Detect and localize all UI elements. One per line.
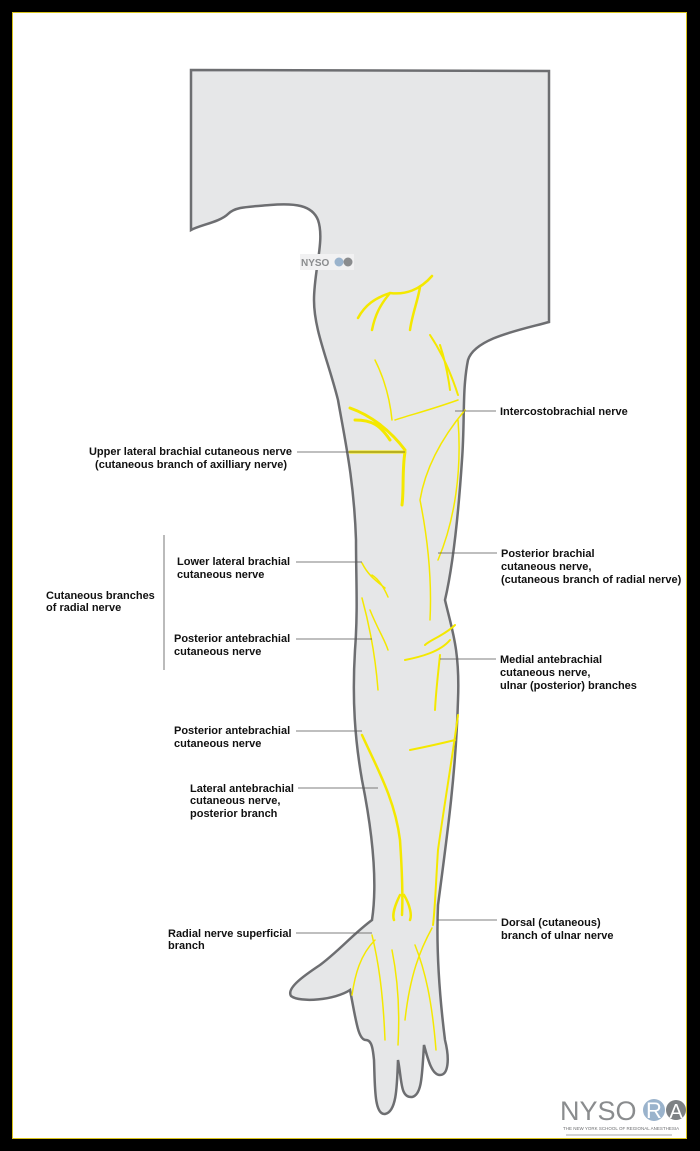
svg-text:R: R — [646, 1098, 662, 1123]
svg-text:NYSO: NYSO — [301, 258, 330, 269]
label-upper-lateral-brachial: Upper lateral brachial cutaneous nerve (… — [89, 446, 295, 471]
svg-text:THE NEW YORK SCHOOL OF REGIONA: THE NEW YORK SCHOOL OF REGIONAL ANESTHES… — [563, 1126, 679, 1131]
label-medial-antebrachial: Medial antebrachial cutaneous nerve, uln… — [500, 654, 637, 692]
label-intercostobrachial: Intercostobrachial nerve — [500, 406, 628, 418]
label-posterior-antebrachial-lower: Posterior antebrachial cutaneous nerve — [174, 725, 293, 750]
label-lateral-antebrachial: Lateral antebrachial cutaneous nerve, po… — [190, 783, 297, 820]
label-posterior-brachial: Posterior brachial cutaneous nerve, (cut… — [501, 548, 682, 586]
label-radial-superficial: Radial nerve superficial branch — [168, 928, 295, 952]
svg-text:A: A — [669, 1101, 683, 1123]
leader-lines — [163, 410, 497, 934]
label-dorsal-ulnar: Dorsal (cutaneous) branch of ulnar nerve — [501, 917, 613, 942]
label-radial-group: Cutaneous branches of radial nerve — [46, 590, 158, 614]
nysora-logo: NYSO R A THE NEW YORK SCHOOL OF REGIONAL… — [560, 1096, 686, 1136]
label-posterior-antebrachial-upper: Posterior antebrachial cutaneous nerve — [174, 633, 293, 658]
svg-text:NYSO: NYSO — [560, 1096, 637, 1126]
arm-silhouette — [189, 68, 551, 1116]
label-lower-lateral-brachial: Lower lateral brachial cutaneous nerve — [177, 556, 293, 581]
watermark-logo: NYSO — [300, 254, 354, 270]
